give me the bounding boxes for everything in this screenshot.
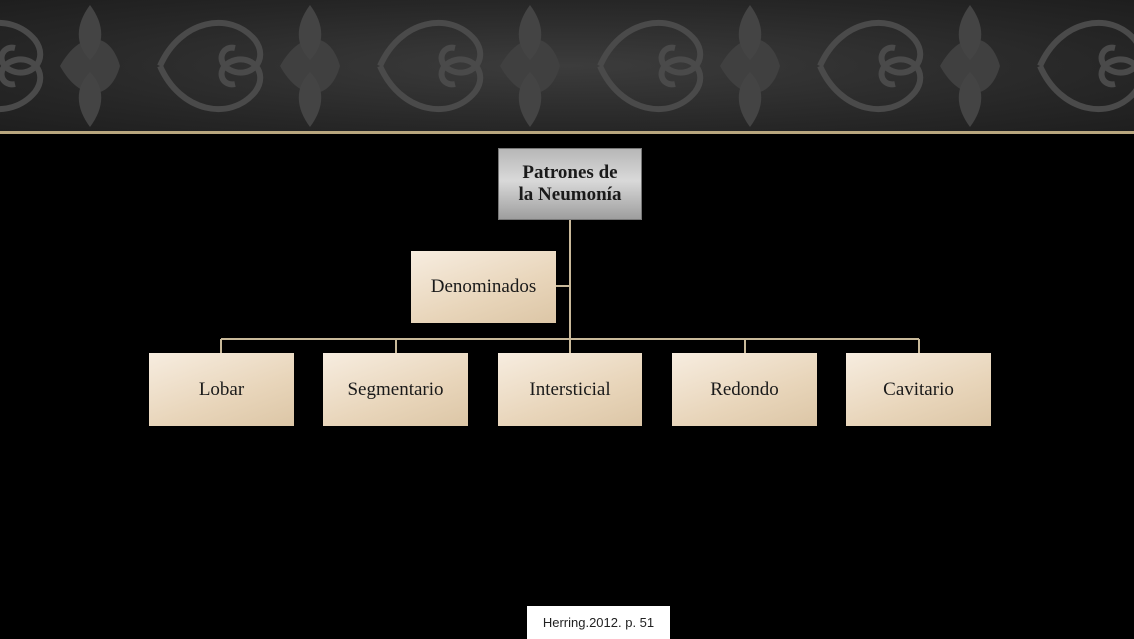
citation-label: Herring.2012. p. 51 — [527, 606, 670, 639]
root-node-line1: Patrones de — [522, 162, 618, 184]
banner-divider — [0, 131, 1134, 134]
assistant-node-label: Denominados — [430, 276, 537, 297]
root-node: Patrones de la Neumonía — [498, 148, 642, 220]
child-node-redondo: Redondo — [672, 353, 817, 426]
root-node-line2: la Neumonía — [518, 184, 622, 205]
assistant-node: Denominados — [411, 251, 556, 323]
child-node-label: Cavitario — [883, 378, 954, 400]
child-node-label: Redondo — [710, 378, 779, 400]
child-node-intersticial: Intersticial — [498, 353, 642, 426]
child-node-segmentario: Segmentario — [323, 353, 468, 426]
child-node-label: Lobar — [198, 378, 245, 400]
child-node-cavitario: Cavitario — [846, 353, 991, 426]
child-node-label: Segmentario — [347, 378, 444, 400]
damask-header-banner — [0, 0, 1134, 132]
child-node-label: Intersticial — [529, 378, 611, 400]
child-node-lobar: Lobar — [149, 353, 294, 426]
